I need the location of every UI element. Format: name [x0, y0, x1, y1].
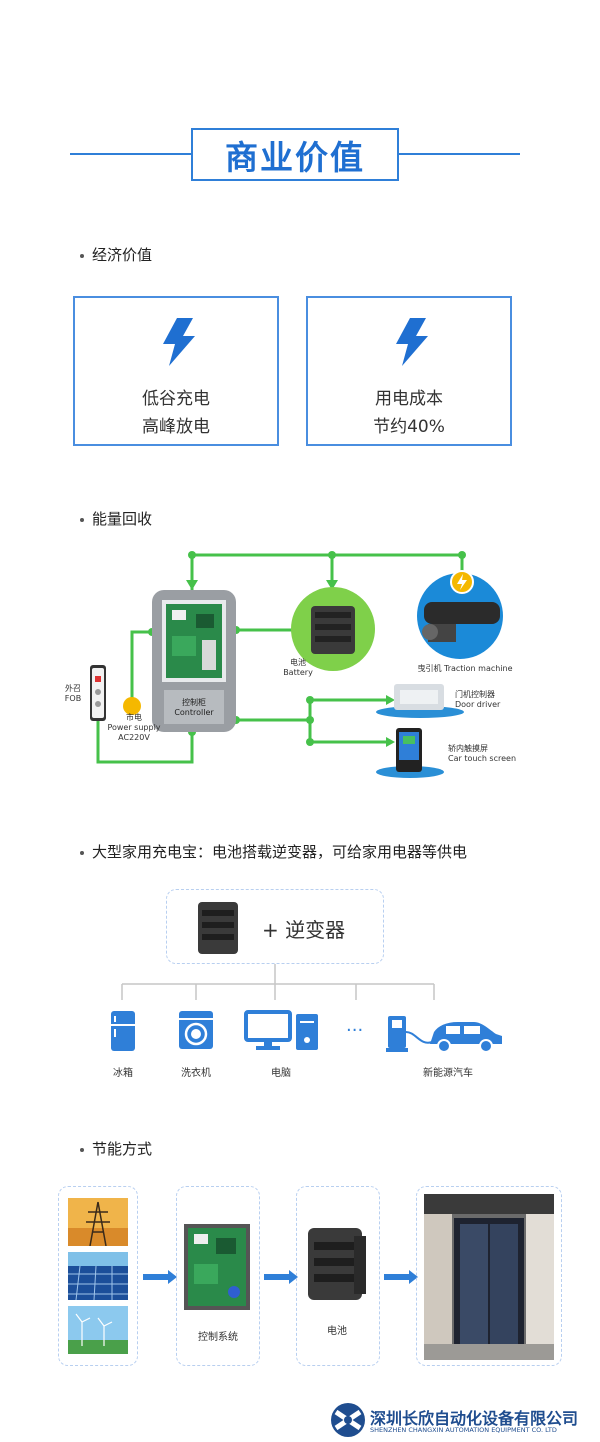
appliance-label: 冰箱	[113, 1068, 133, 1079]
section-home-heading: 大型家用充电宝：电池搭载逆变器，可给家用电器等供电	[80, 841, 467, 862]
power-supply-dot	[123, 697, 141, 715]
ellipsis: ···	[346, 1020, 364, 1041]
wind-turbine-image	[68, 1306, 128, 1354]
card-off-peak: 低谷充电 高峰放电	[73, 296, 279, 446]
flow-arrow	[143, 1270, 177, 1284]
appliance-label: 电脑	[271, 1068, 291, 1079]
title-line-left	[70, 153, 195, 155]
solar-panel-image	[68, 1252, 128, 1300]
inverter-label: + 逆变器	[262, 918, 346, 942]
washing-machine-icon	[179, 1011, 213, 1049]
control-system-label: 控制系统	[198, 1332, 238, 1343]
battery-box	[296, 1186, 380, 1366]
card-cost-saving: 用电成本 节约40%	[306, 296, 512, 446]
section-saving-heading: 节能方式	[80, 1138, 152, 1159]
elevator-box	[416, 1186, 562, 1366]
control-system-box	[176, 1186, 260, 1366]
title-line-right	[395, 153, 520, 155]
battery-label: 电池	[327, 1326, 347, 1337]
card-line-2: 高峰放电	[142, 417, 210, 437]
page-title: 商业价值	[191, 128, 399, 181]
battery-icon	[198, 902, 238, 954]
company-name-en: SHENZHEN CHANGXIN AUTOMATION EQUIPMENT C…	[370, 1426, 557, 1434]
control-board-image	[184, 1224, 250, 1310]
lightning-icon	[396, 318, 428, 366]
appliance-label: 洗衣机	[181, 1068, 211, 1079]
power-tower-image	[68, 1198, 128, 1246]
appliance-tree	[121, 964, 435, 1000]
energy-sources-box	[58, 1186, 138, 1366]
card-line-1: 用电成本	[375, 389, 443, 409]
battery-image	[308, 1228, 366, 1300]
computer-icon	[244, 1010, 318, 1050]
flow-arrow	[264, 1270, 298, 1284]
company-logo-icon	[331, 1403, 365, 1437]
card-line-1: 低谷充电	[142, 389, 210, 409]
wiring-lines	[96, 553, 464, 764]
flow-arrow	[384, 1270, 418, 1284]
elevator-image	[424, 1194, 554, 1360]
fridge-icon	[111, 1011, 135, 1051]
energy-diagram	[90, 551, 503, 778]
card-line-2: 节约40%	[373, 417, 445, 437]
traction-label: 曳引机 Traction machine	[417, 664, 513, 673]
lightning-icon	[163, 318, 195, 366]
inverter-box	[166, 889, 384, 964]
company-name-cn: 深圳长欣自动化设备有限公司	[370, 1409, 579, 1428]
appliance-label: 新能源汽车	[423, 1068, 473, 1079]
section-economic-heading: 经济价值	[80, 244, 152, 265]
ev-car-icon	[386, 1016, 502, 1053]
section-energy-heading: 能量回收	[80, 508, 152, 529]
